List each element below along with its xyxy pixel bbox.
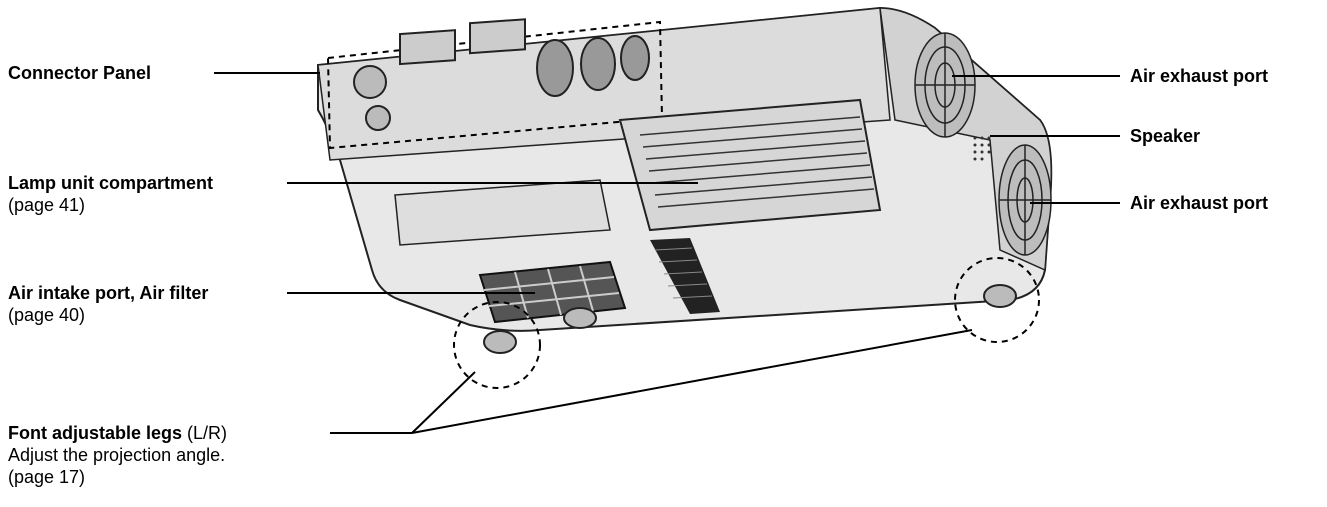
fan-bottom — [998, 144, 1052, 256]
left-leg-dashed-circle — [453, 301, 541, 389]
leader-front-legs-left — [411, 371, 476, 434]
label-air-intake-title: Air intake port, Air filter — [8, 283, 209, 303]
label-front-legs-page: (page 17) — [8, 467, 86, 487]
label-connector-panel: Connector Panel — [8, 62, 151, 84]
label-front-legs-desc: Adjust the projection angle. — [8, 445, 226, 465]
right-leg-dashed-circle — [954, 257, 1040, 343]
label-lamp-unit-title: Lamp unit compartment — [8, 173, 214, 193]
label-connector-panel-title: Connector Panel — [8, 63, 152, 83]
label-speaker: Speaker — [1130, 125, 1200, 147]
label-air-exhaust-top-title: Air exhaust port — [1130, 66, 1269, 86]
label-air-intake-page: (page 40) — [8, 305, 86, 325]
label-air-exhaust-bottom-title: Air exhaust port — [1130, 193, 1269, 213]
label-front-legs: Font adjustable legs (L/R) Adjust the pr… — [8, 422, 227, 488]
label-speaker-title: Speaker — [1130, 126, 1201, 146]
label-lamp-unit-page: (page 41) — [8, 195, 86, 215]
label-air-exhaust-top: Air exhaust port — [1130, 65, 1268, 87]
label-lamp-unit: Lamp unit compartment (page 41) — [8, 172, 213, 216]
label-air-exhaust-bottom: Air exhaust port — [1130, 192, 1268, 214]
label-front-legs-title: Font adjustable legs — [8, 423, 183, 443]
fan-top — [914, 32, 976, 138]
label-front-legs-suffix: (L/R) — [182, 423, 228, 443]
label-air-intake: Air intake port, Air filter (page 40) — [8, 282, 208, 326]
lamp-compartment — [618, 98, 882, 232]
speaker-grille — [973, 136, 991, 161]
leader-front-legs-right — [411, 329, 973, 434]
